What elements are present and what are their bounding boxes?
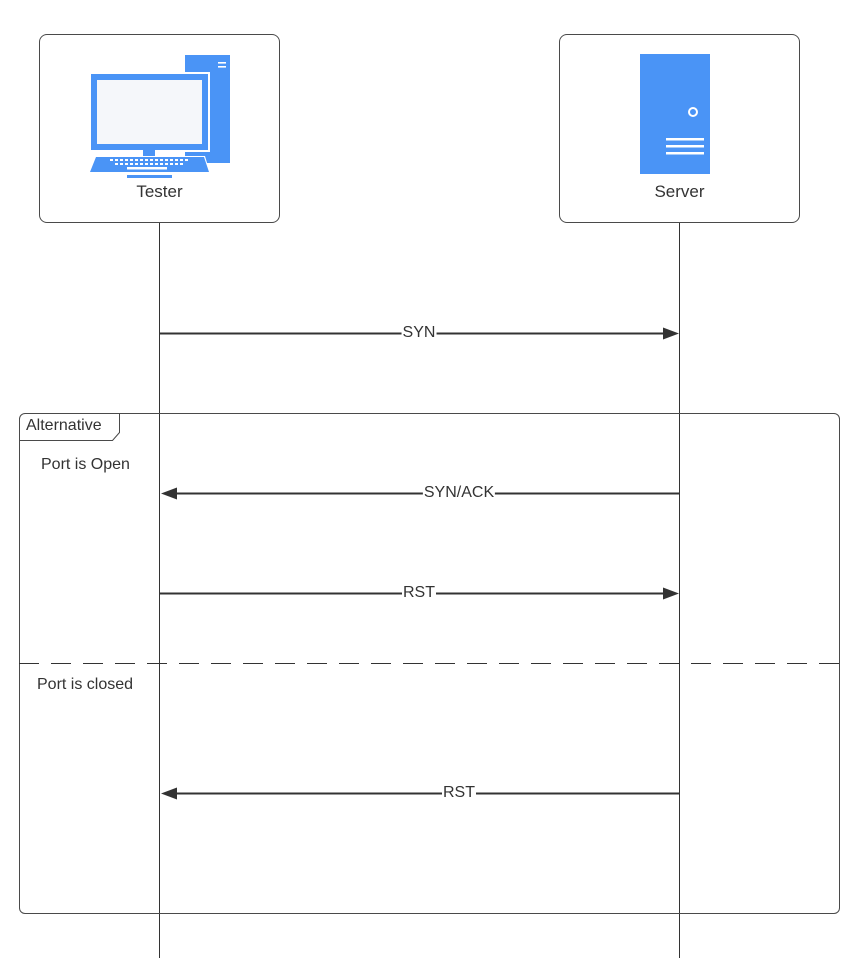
- server-label: Server: [654, 182, 705, 201]
- guard-port-open: Port is Open: [41, 456, 130, 473]
- computer-icon: [89, 55, 230, 178]
- message-arrowhead: [161, 787, 177, 800]
- message-label-rst-2: RST: [442, 784, 476, 802]
- tester-actor-box: Tester: [39, 34, 280, 223]
- fragment-tab-outline: [19, 413, 120, 441]
- tester-lifeline: [159, 222, 160, 958]
- message-arrowhead: [161, 487, 177, 500]
- server-lifeline: [679, 222, 680, 958]
- message-label-synack: SYN/ACK: [422, 484, 496, 502]
- message-label-rst-1: RST: [402, 584, 436, 602]
- guard-port-closed: Port is closed: [37, 676, 134, 693]
- message-label-syn: SYN: [401, 324, 437, 342]
- fragment-operator-label: Alternative: [26, 417, 102, 434]
- server-actor-box: Server: [559, 34, 800, 223]
- tester-label: Tester: [136, 182, 183, 201]
- message-arrowhead: [663, 327, 679, 340]
- message-arrowhead: [663, 587, 679, 600]
- server-icon: [640, 54, 710, 174]
